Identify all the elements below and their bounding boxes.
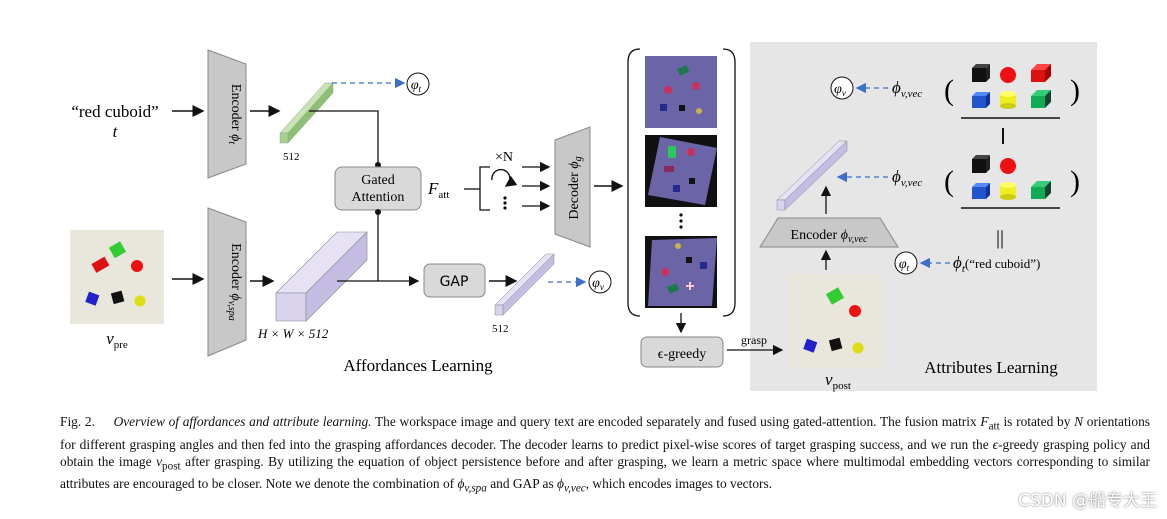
affordances-title: Affordances Learning bbox=[343, 356, 493, 375]
maps-bracket-right bbox=[722, 48, 736, 317]
encoder-text bbox=[207, 49, 247, 179]
vpost-label: vpost bbox=[825, 370, 851, 392]
caption-fatt-sub: att bbox=[988, 420, 1000, 433]
gated-attention-line1: Gated bbox=[361, 173, 394, 188]
row2-objects bbox=[972, 155, 1051, 200]
rotation-icon bbox=[491, 168, 518, 187]
post-vector-side bbox=[784, 140, 848, 211]
caption-body-b: is rotated by bbox=[999, 414, 1075, 429]
phi-v-circle-2 bbox=[830, 76, 854, 100]
text-vector-side bbox=[287, 82, 334, 144]
affordance-map-2 bbox=[645, 135, 717, 207]
phi-t-circle-2 bbox=[894, 251, 918, 275]
caption-body-d: -greedy grasping policy and obtain the i… bbox=[60, 436, 1150, 469]
epsilon-greedy-box bbox=[640, 336, 724, 368]
row2-paren-right: ) bbox=[1070, 165, 1080, 198]
encoder-vec-label: Encoder ϕv,vec bbox=[791, 228, 868, 245]
encoder-text-label: Encoder ϕt bbox=[226, 84, 243, 144]
caption-title: Overview of affordances and attribute le… bbox=[113, 414, 372, 429]
visual-vector-dim: 512 bbox=[492, 323, 509, 335]
decoder bbox=[554, 126, 591, 248]
caption-body-e: after grasping. By utilizing the equatio… bbox=[60, 453, 1151, 492]
line-textvec-to-gated bbox=[309, 110, 379, 163]
epsilon-greedy-label: ϵ-greedy bbox=[658, 347, 706, 362]
phi-vvec-label-2: ϕv,vec bbox=[892, 167, 922, 189]
phi-vvec-label-1: ϕv,vec bbox=[892, 78, 922, 100]
caption-body-g: , which encodes images to vectors. bbox=[585, 476, 773, 492]
caption-eps: ϵ bbox=[992, 436, 999, 452]
fatt-bracket bbox=[479, 166, 490, 211]
phi-t-circle-2-label: φt bbox=[899, 257, 910, 273]
gap-label: GAP bbox=[440, 274, 469, 290]
figure-caption: Fig. 2. Overview of affordances and attr… bbox=[60, 413, 1150, 498]
text-vector-top bbox=[279, 82, 334, 134]
post-vector-front bbox=[776, 199, 786, 211]
input-text-var: t bbox=[113, 122, 119, 141]
caption-body-f: and GAP as bbox=[486, 476, 558, 492]
watermark: CSDN @船专大王 bbox=[1018, 491, 1157, 511]
row1-paren-left: ( bbox=[944, 74, 954, 107]
phi-t-circle-label: φt bbox=[411, 78, 422, 94]
caption-phi2-sub: v,vec bbox=[563, 483, 586, 496]
rotation-label: ×N bbox=[495, 150, 513, 165]
gated-bottom-dot bbox=[375, 209, 381, 215]
text-vector-dim: 512 bbox=[283, 151, 300, 163]
caption-vpost: v bbox=[156, 453, 163, 469]
row1-objects bbox=[972, 64, 1051, 109]
caption-vpost-sub: post bbox=[162, 460, 181, 473]
gap-box bbox=[423, 263, 486, 298]
encoder-visual-label: Encoder ϕv,spa bbox=[226, 243, 243, 321]
pre-grasp-scene bbox=[70, 230, 164, 324]
caption-phi1: ϕ bbox=[457, 476, 465, 492]
phi-v-circle-label: φv bbox=[592, 276, 604, 292]
caption-n: N bbox=[1074, 414, 1084, 429]
method-overview-figure: “red cuboid” t Encoder ϕt 512 φt Gated A… bbox=[70, 42, 1097, 392]
visual-vector-front bbox=[494, 304, 504, 316]
post-grasp-scene bbox=[788, 274, 882, 368]
encoder-vec bbox=[759, 217, 899, 248]
affordance-map-1 bbox=[645, 56, 717, 128]
caption-body-a: The workspace image and query text are e… bbox=[371, 414, 981, 429]
row1-paren-right: ) bbox=[1070, 74, 1080, 107]
equals-sign: || bbox=[996, 227, 1004, 249]
volume-dims: H × W × 512 bbox=[257, 326, 329, 341]
gated-attention-line2: Attention bbox=[352, 190, 405, 205]
phi-t-circle bbox=[406, 72, 430, 96]
fatt-label: Fatt bbox=[427, 179, 449, 201]
phi-v-circle bbox=[588, 270, 612, 294]
visual-vector-side bbox=[502, 253, 555, 316]
caption-phi2: ϕ bbox=[557, 476, 564, 492]
visual-vector-top bbox=[494, 253, 555, 306]
vpre-label: vpre bbox=[106, 329, 128, 351]
phi-t-red-cuboid: ϕt(“red cuboid”) bbox=[953, 253, 1040, 275]
decoder-label: Decoder ϕg bbox=[567, 156, 584, 219]
maps-bracket-left bbox=[627, 48, 641, 317]
phi-v-circle-2-label: φv bbox=[834, 82, 846, 98]
grasp-label: grasp bbox=[741, 333, 767, 347]
row2-paren-left: ( bbox=[944, 165, 954, 198]
caption-body-c: orientations for different grasping angl… bbox=[60, 414, 1150, 452]
feature-volume bbox=[275, 231, 368, 322]
affordance-map-3 bbox=[645, 236, 717, 308]
caption-fig-label: Fig. 2. bbox=[60, 414, 95, 429]
input-text-quote: “red cuboid” bbox=[71, 102, 158, 121]
caption-phi1-sub: v,spa bbox=[464, 483, 487, 496]
encoder-visual bbox=[207, 207, 247, 357]
attributes-title: Attributes Learning bbox=[924, 358, 1058, 377]
caption-fatt: F bbox=[980, 414, 989, 429]
text-vector-front bbox=[279, 132, 289, 144]
